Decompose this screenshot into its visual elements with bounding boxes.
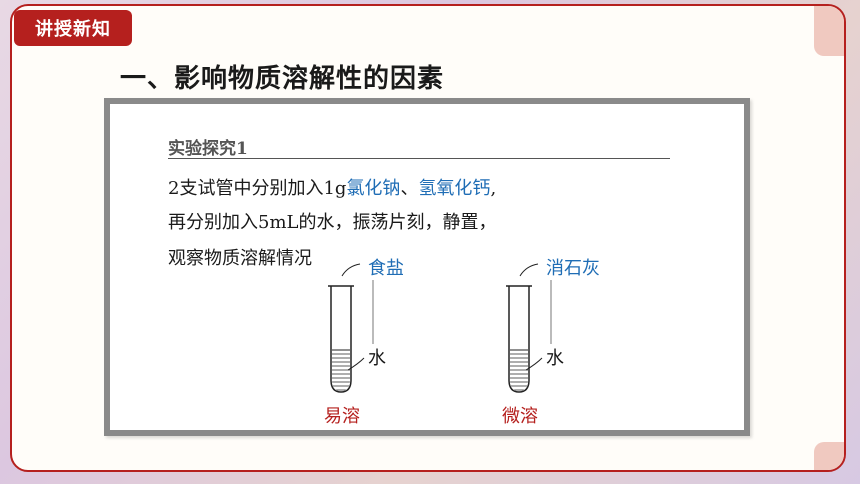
instruction-line-1: 2支试管中分别加入1g氯化钠、氢氧化钙, (168, 174, 496, 200)
page-title: 一、影响物质溶解性的因素 (120, 64, 445, 94)
instruction-suffix: , (490, 178, 497, 199)
tube-1-substance-label: 食盐 (368, 258, 404, 279)
chemical-name: 氯化钠 (346, 178, 401, 199)
tube-2-substance-label: 消石灰 (546, 258, 600, 279)
test-tube-2 (506, 263, 552, 393)
test-tube-1 (328, 263, 374, 393)
experiment-card: 实验探究1 2支试管中分别加入1g氯化钠、氢氧化钙, 再分别加入5mL的水，振荡… (104, 98, 750, 436)
corner-decoration (814, 6, 844, 56)
instruction-line-2: 再分别加入5mL的水，振荡片刻，静置， (168, 212, 497, 233)
chemical-name: 氢氧化钙 (418, 178, 491, 199)
instruction-line-3: 观察物质溶解情况 (168, 248, 312, 269)
instruction-prefix: 2支试管中分别加入1g (168, 178, 347, 199)
tube-2-water-label: 水 (546, 348, 564, 369)
separator: 、 (400, 178, 419, 199)
tube-1-water-label: 水 (368, 348, 386, 369)
experiment-title: 实验探究1 (168, 139, 248, 159)
test-tubes-illustration (328, 263, 552, 393)
tube-2-result: 微溶 (502, 406, 538, 427)
section-badge: 讲授新知 (14, 10, 132, 46)
tube-1-result: 易溶 (324, 406, 360, 427)
corner-decoration-bottom (814, 442, 844, 470)
title-divider (168, 158, 670, 159)
